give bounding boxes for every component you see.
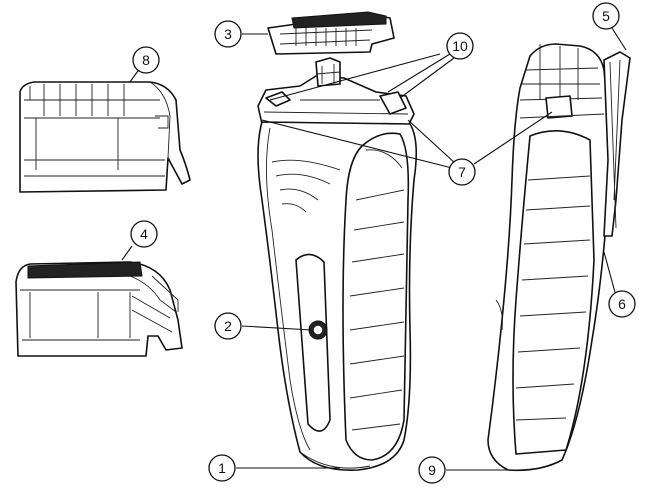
shaver-front-body [257,57,418,471]
callout-4: 4 [130,220,158,248]
callout-5-label: 5 [602,8,610,24]
comb-attachment-8 [19,81,191,193]
callout-5: 5 [592,2,620,30]
head-cover-4 [15,261,183,357]
shaver-side-body [487,43,631,472]
cutter-block-3 [267,11,395,55]
callout-1-label: 1 [218,460,226,476]
callout-10-label: 10 [452,38,468,54]
callout-9: 9 [418,456,446,484]
callout-7: 7 [448,158,476,186]
callout-6-label: 6 [618,296,626,312]
callout-6: 6 [608,290,636,318]
callout-1: 1 [208,454,236,482]
callout-2-label: 2 [224,318,232,334]
callout-10: 10 [446,32,474,60]
callout-3: 3 [214,20,242,48]
callout-9-label: 9 [428,462,436,478]
callout-2: 2 [214,312,242,340]
callout-7-label: 7 [458,164,466,180]
callout-8: 8 [132,46,160,74]
callout-4-label: 4 [140,226,148,242]
callout-3-label: 3 [224,26,232,42]
callout-8-label: 8 [142,52,150,68]
